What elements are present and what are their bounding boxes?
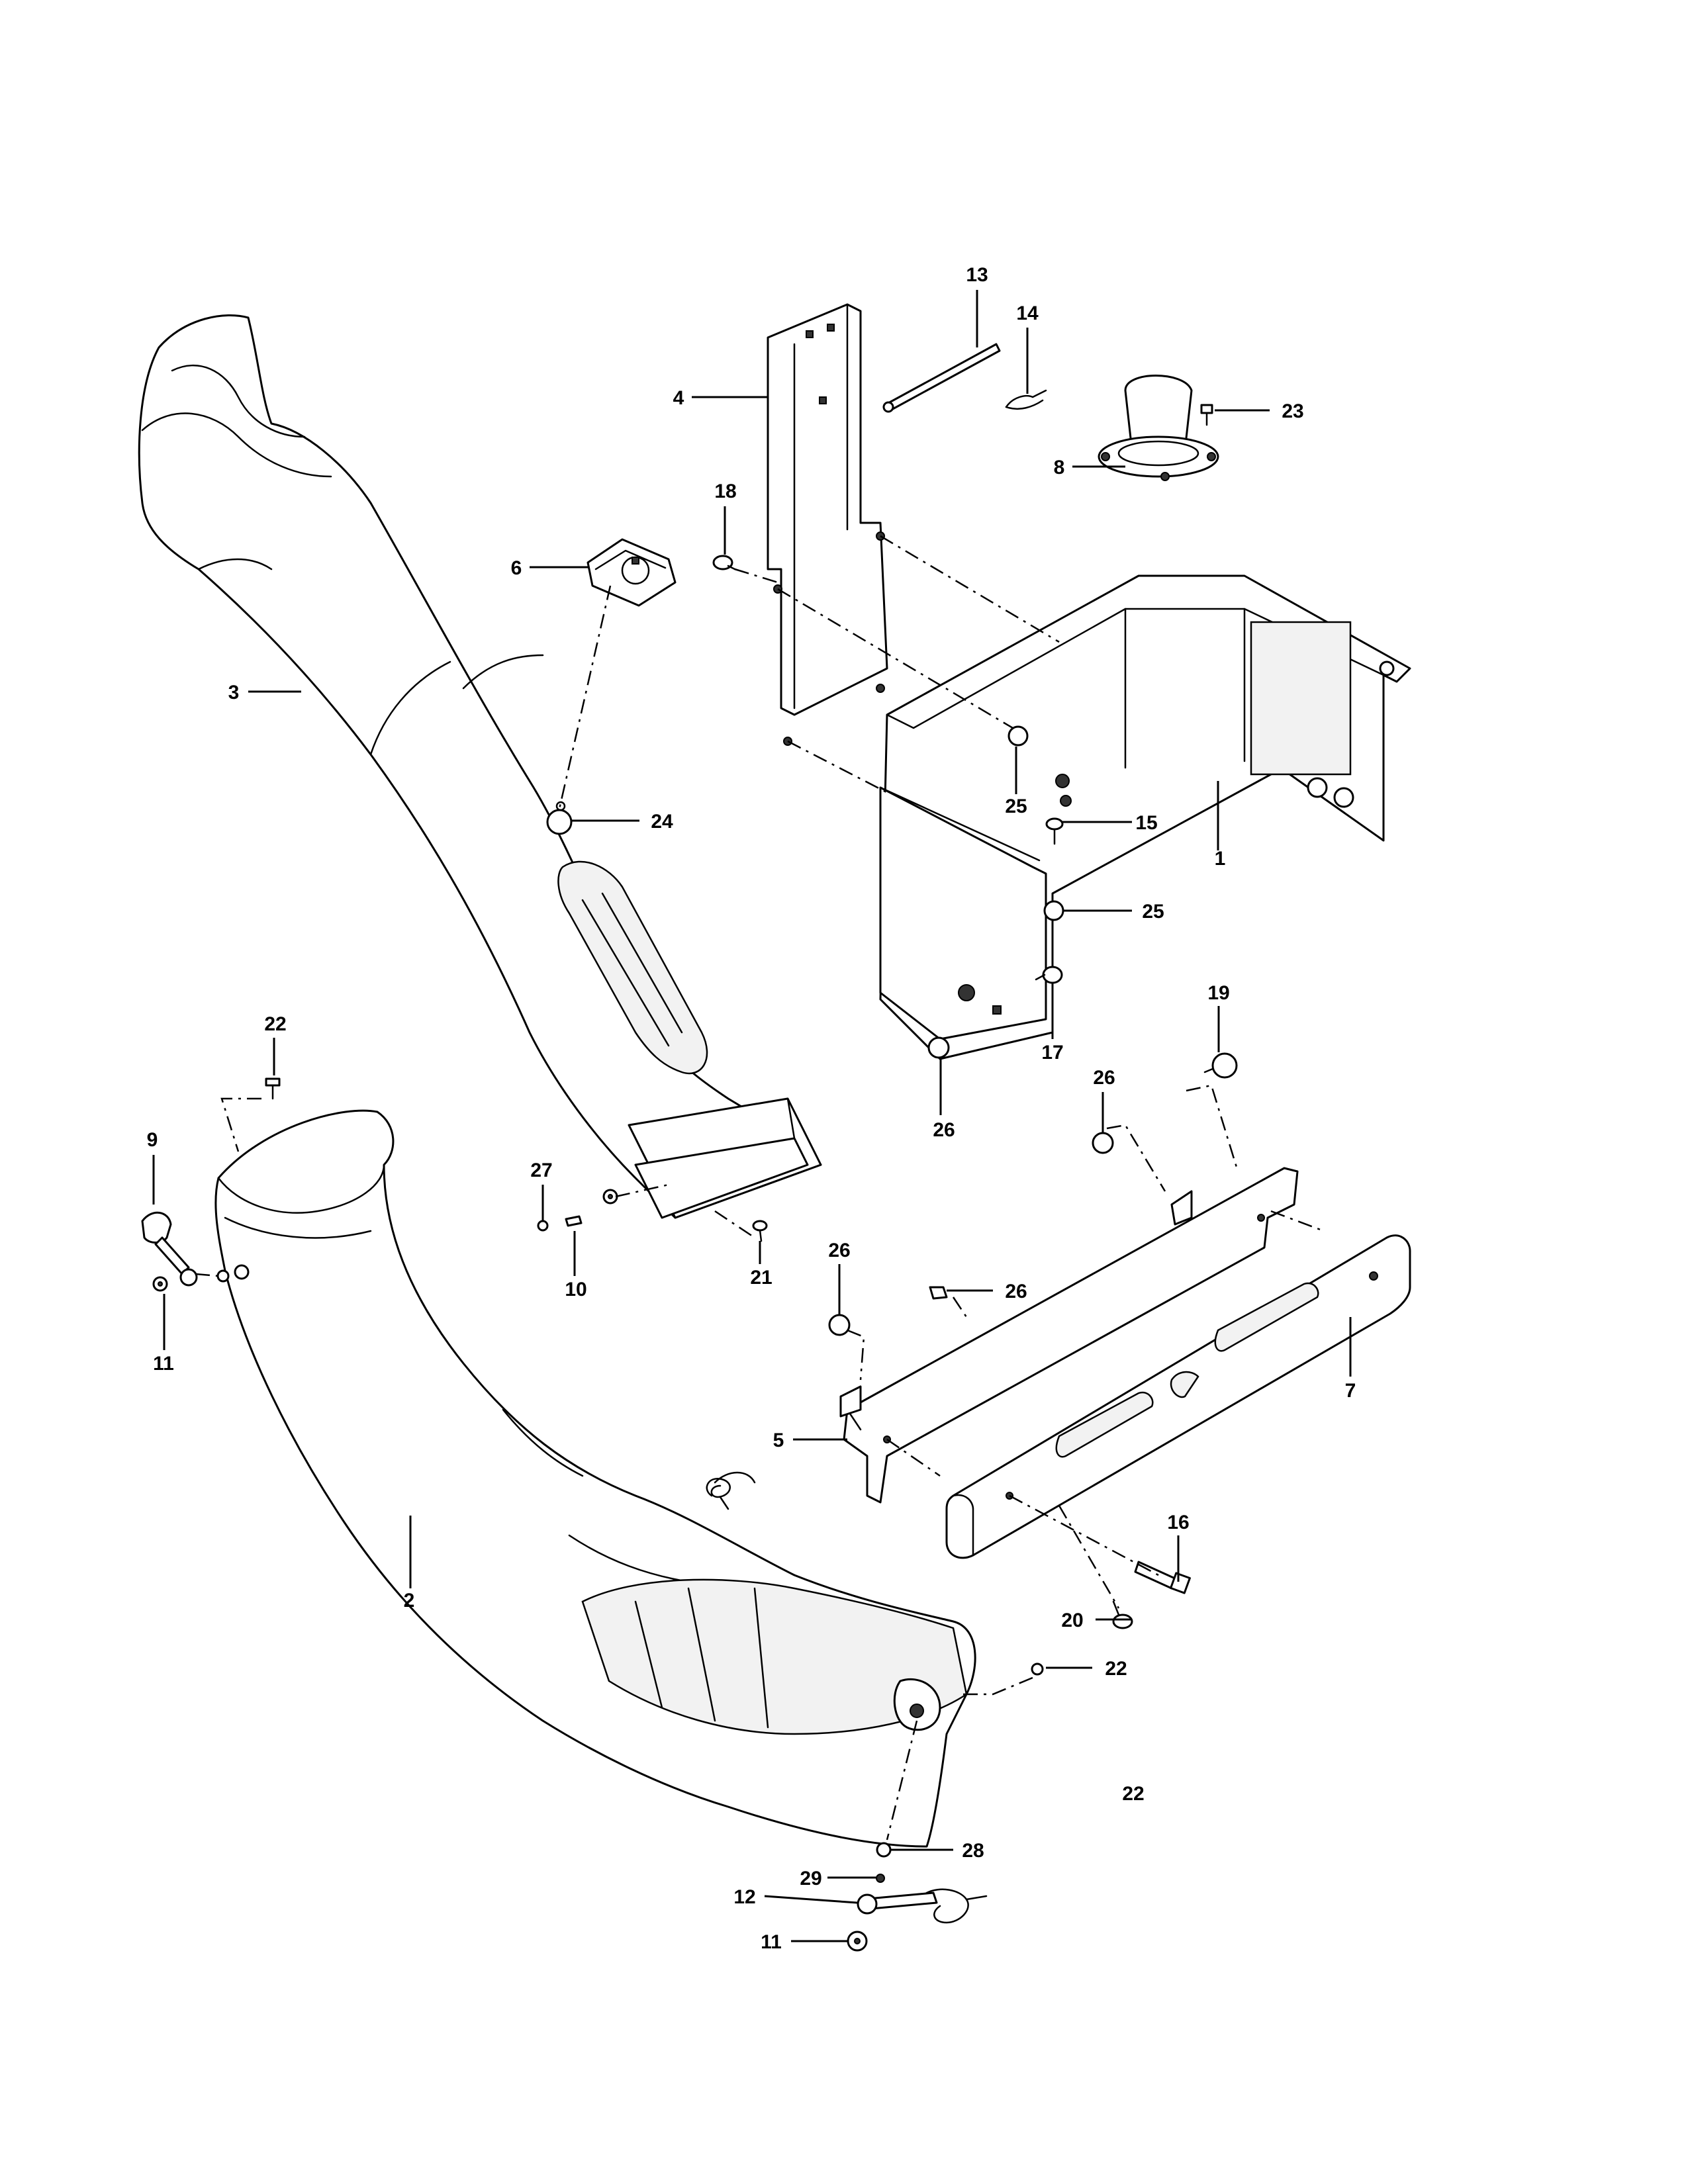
nut-25b [1043,900,1064,921]
bolt-15 [1045,817,1064,845]
callout-22-lower: 22 [1122,1783,1144,1805]
callout-23: 23 [1282,400,1303,422]
washer-28 [876,1842,892,1858]
callout-26-plate-right: 26 [1093,1067,1115,1089]
lower-discharge-elbow [214,1109,976,1848]
lever-9 [141,1211,198,1287]
nut-26b [1092,1132,1114,1154]
bolt-20 [1112,1600,1133,1629]
callout-26-housing: 26 [933,1119,955,1141]
callout-3: 3 [228,682,240,704]
washer-11a [152,1276,168,1292]
control-cap [586,538,677,607]
callout-10: 10 [565,1279,586,1300]
callout-24: 24 [651,811,673,833]
callout-leaders [152,290,1352,1942]
callout-21: 21 [750,1267,772,1289]
spacer-10 [565,1215,583,1227]
callout-11-left: 11 [153,1353,174,1375]
callout-13: 13 [966,264,988,286]
callout-7: 7 [1345,1380,1356,1402]
handle [945,1234,1411,1559]
screw-23 [1200,404,1213,426]
assembly-lines [195,535,1325,1841]
nut-26a [927,1036,950,1059]
callout-19: 19 [1207,982,1229,1004]
knob-24 [546,801,573,835]
bolt-18 [712,555,736,570]
mounting-plate [839,1167,1299,1504]
screw-22a [265,1077,281,1100]
washer-11b [847,1931,868,1952]
washer-10 [602,1189,618,1205]
callout-18: 18 [714,480,736,502]
chute-rotator [1098,375,1219,481]
upper-discharge-chute [138,314,822,1219]
nut-26d [929,1286,948,1300]
callout-20: 20 [1061,1610,1083,1631]
callout-17: 17 [1041,1042,1063,1064]
callout-14: 14 [1016,302,1039,324]
callout-labels: 1 2 3 4 5 6 7 8 9 10 11 11 12 13 14 15 1… [147,264,1356,1953]
callout-25-lower: 25 [1142,901,1164,923]
callout-26-plate-left: 26 [828,1240,850,1261]
callout-1: 1 [1215,848,1226,870]
screw-22b [1031,1662,1044,1676]
callout-2: 2 [404,1590,415,1612]
callout-28: 28 [962,1840,984,1862]
callout-26-plate-mid: 26 [1005,1281,1027,1302]
callout-6: 6 [511,557,522,579]
callout-9: 9 [147,1129,158,1151]
chute-housing [879,574,1411,1060]
lever-12 [857,1888,988,1924]
knob-19 [1203,1052,1238,1079]
rod [882,343,1001,413]
nut-26c [828,1314,851,1336]
callout-4: 4 [673,387,684,409]
callout-22-top: 22 [264,1013,286,1035]
nut-25a [1008,725,1029,747]
callout-12: 12 [733,1886,755,1908]
callout-25-upper: 25 [1005,796,1027,817]
callout-22-right: 22 [1105,1658,1127,1680]
hairpin-clip [1005,389,1047,410]
callout-8: 8 [1054,457,1065,478]
chute-support-bracket [767,303,888,746]
callout-16: 16 [1167,1512,1189,1533]
callout-27: 27 [530,1160,552,1181]
screw-21 [752,1220,768,1242]
callout-5: 5 [773,1430,784,1451]
washer-29 [876,1874,885,1883]
callout-29: 29 [800,1868,821,1889]
pin-27 [537,1220,549,1232]
bolt-17 [1035,966,1063,984]
callout-11-bottom: 11 [761,1931,782,1953]
callout-15: 15 [1135,812,1157,834]
spring [706,1477,731,1510]
